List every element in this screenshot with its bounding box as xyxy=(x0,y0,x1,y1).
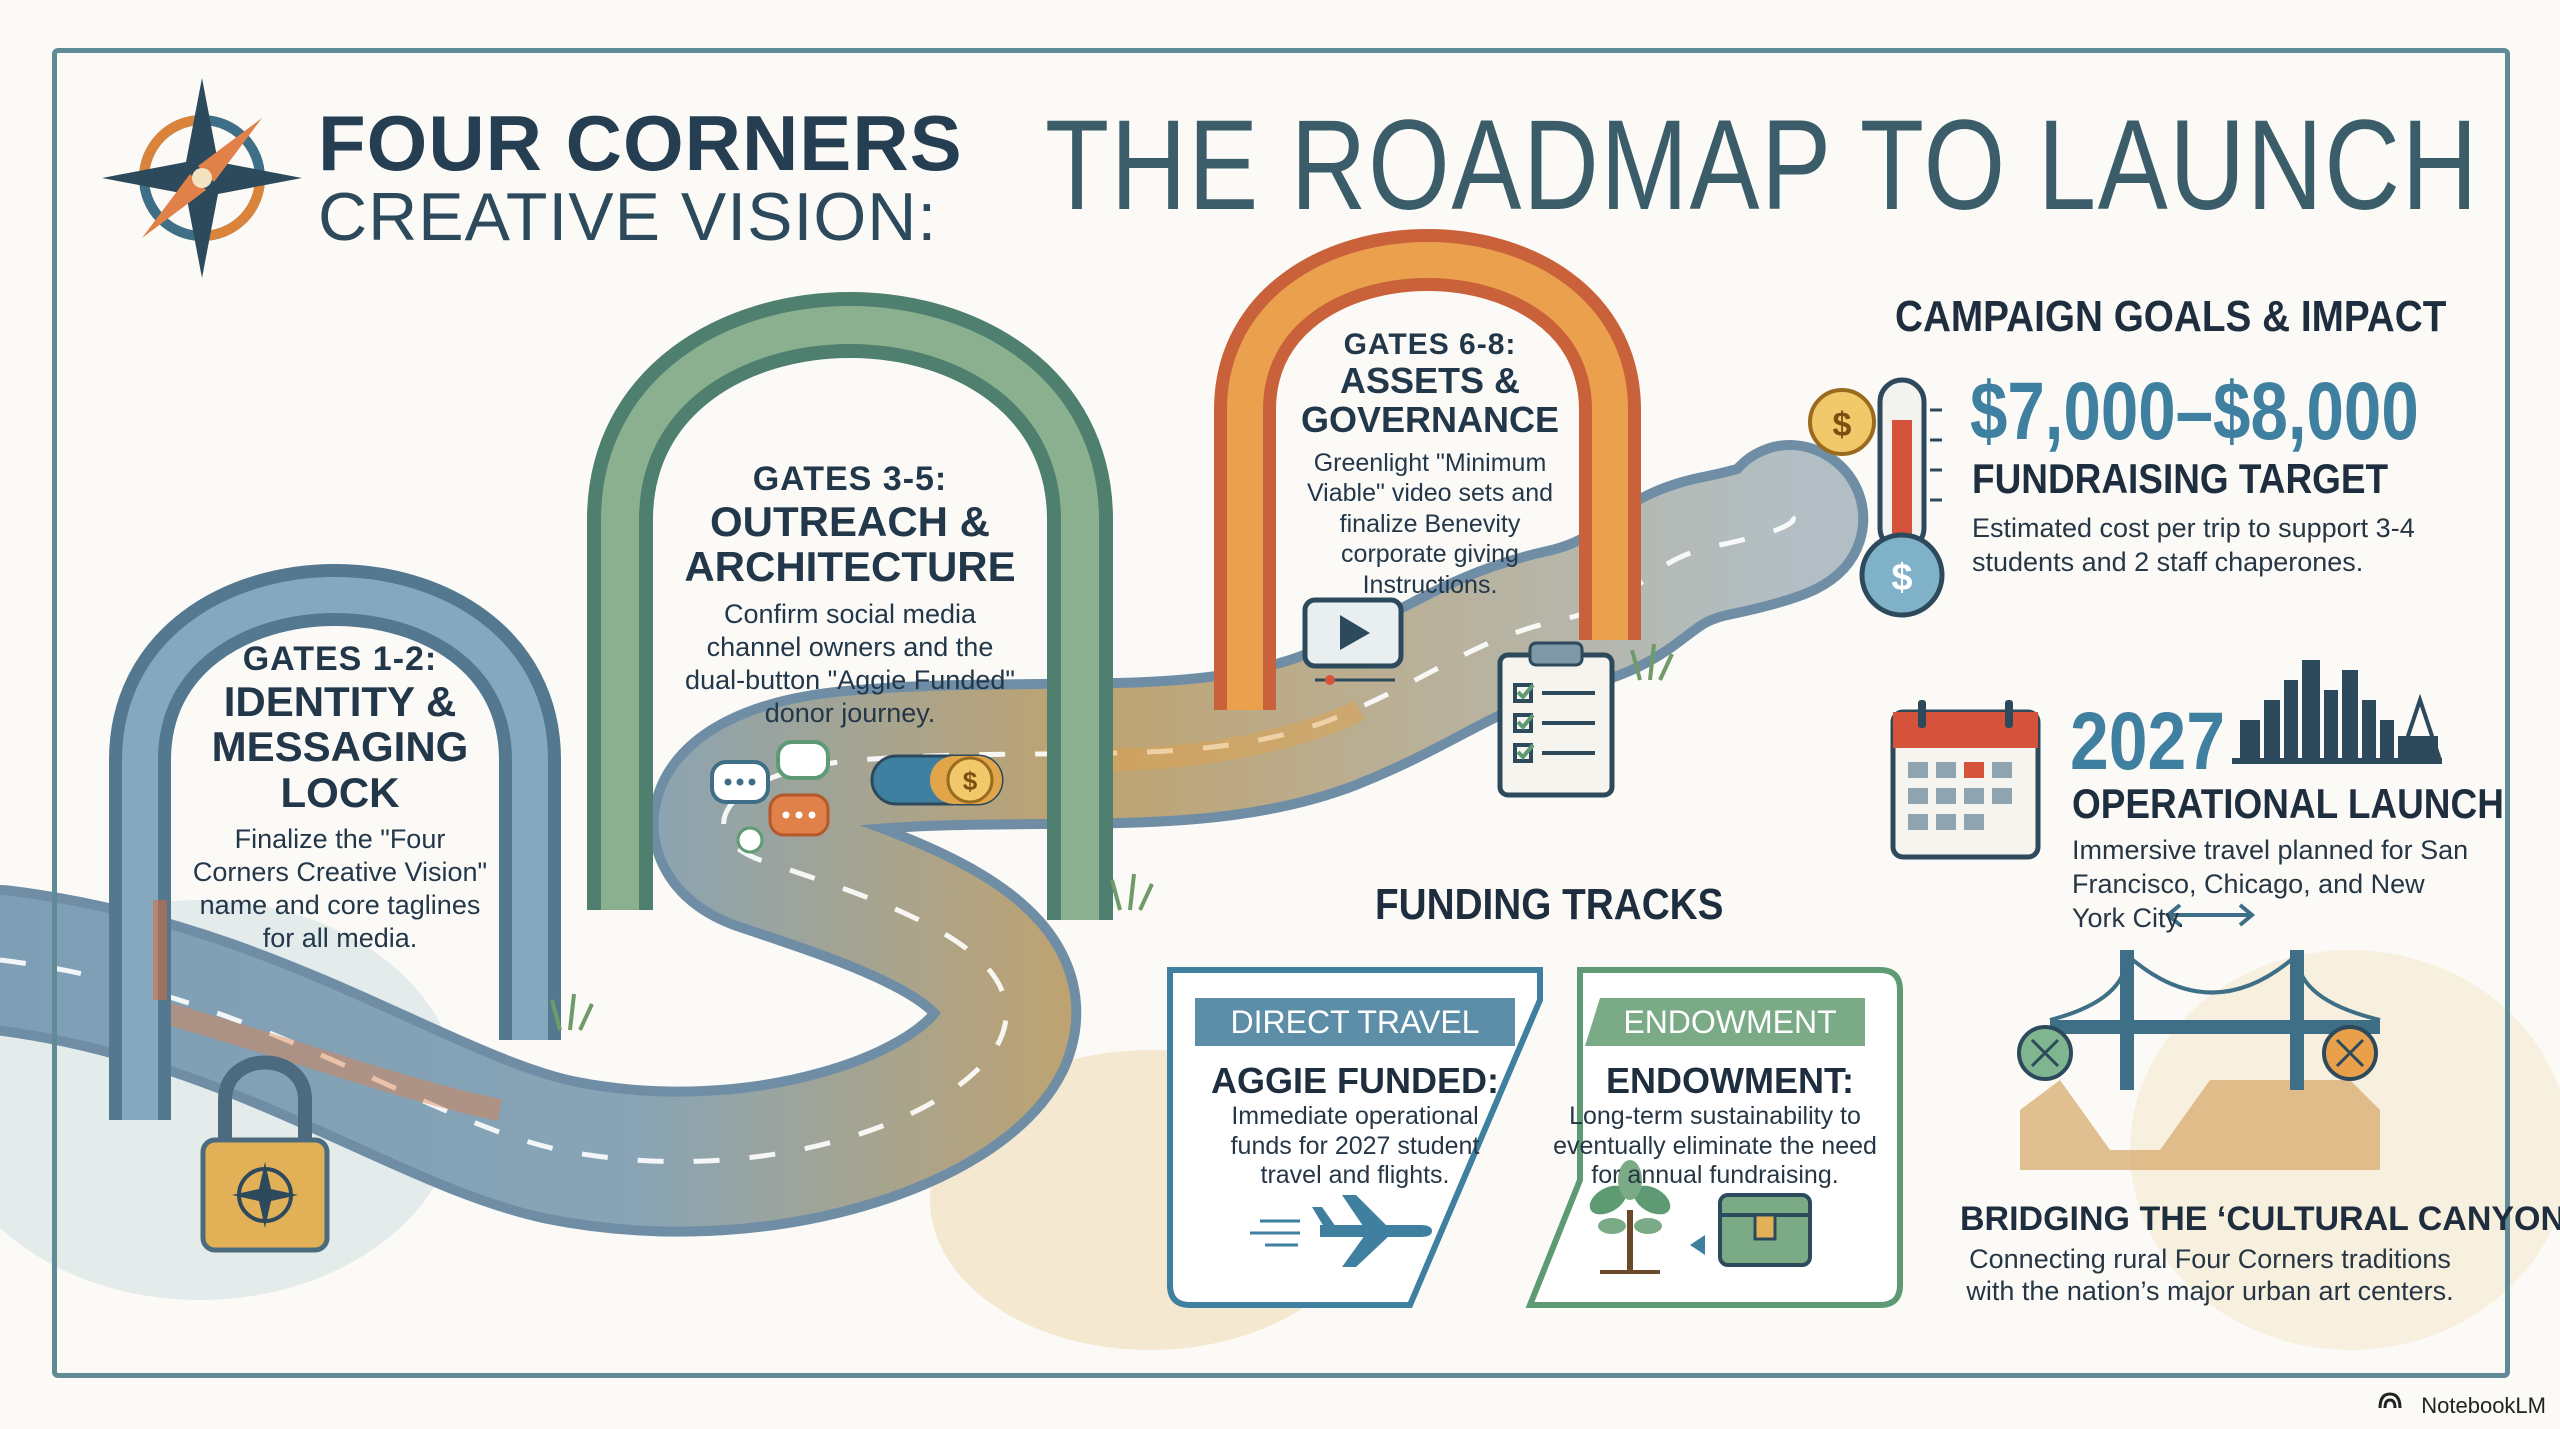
aggie-funded-heading: AGGIE FUNDED: xyxy=(1211,1060,1499,1101)
gate-1-heading: IDENTITY & MESSAGING LOCK xyxy=(211,678,469,816)
svg-text:$: $ xyxy=(1891,557,1912,599)
gate-2-body: Confirm social media channel owners and … xyxy=(685,598,1015,728)
gate-1-card: GATES 1-2: IDENTITY & MESSAGING LOCK Fin… xyxy=(190,640,490,955)
gate-3-heading: ASSETS & GOVERNANCE xyxy=(1300,360,1560,440)
fundraising-body: Estimated cost per trip to support 3-4 s… xyxy=(1972,513,2415,577)
padlock-icon xyxy=(200,1055,330,1253)
gate-arch-1 xyxy=(109,564,561,1120)
treasure-chest-icon xyxy=(1690,1193,1812,1267)
endowment-heading: ENDOWMENT: xyxy=(1606,1060,1854,1101)
city-skyline-icon xyxy=(2232,660,2442,764)
thermometer-icon: $ $ xyxy=(1808,377,1945,618)
page-frame xyxy=(52,48,2510,1378)
gate-3-card: GATES 6-8: ASSETS & GOVERNANCE Greenligh… xyxy=(1290,328,1570,600)
brand-name: FOUR CORNERS xyxy=(318,99,963,187)
chat-bubbles-icon xyxy=(710,740,830,854)
calendar-icon xyxy=(1890,700,2041,860)
coin-toggle-icon: $ xyxy=(870,754,1004,806)
airplane-icon xyxy=(1250,1195,1432,1267)
gate-1-body: Finalize the "Four Corners Creative Visi… xyxy=(192,824,488,953)
bridge-heading: BRIDGING THE ‘CULTURAL CANYON’: xyxy=(1960,1200,2560,1238)
launch-year: 2027 xyxy=(2070,696,2226,787)
tab-direct-travel: DIRECT TRAVEL xyxy=(1230,1004,1480,1040)
page-title: THE ROADMAP TO LAUNCH xyxy=(1045,94,2480,237)
funding-tracks-title: FUNDING TRACKS xyxy=(1375,880,1724,929)
video-play-icon xyxy=(1302,597,1404,685)
notebooklm-footer: NotebookLM xyxy=(2421,1393,2546,1418)
launch-heading: OPERATIONAL LAUNCH xyxy=(2072,780,2504,827)
brand-tagline: CREATIVE VISION: xyxy=(318,179,938,255)
fundraising-heading: FUNDRAISING TARGET xyxy=(1972,455,2389,502)
aggie-funded-body: Immediate operational funds for 2027 stu… xyxy=(1230,1102,1480,1189)
tab-endowment: ENDOWMENT xyxy=(1623,1004,1837,1040)
sapling-icon xyxy=(1589,1160,1671,1274)
gate-arch-2 xyxy=(587,292,1113,920)
fundraising-amount: $7,000–$8,000 xyxy=(1970,366,2419,457)
endowment-body: Long-term sustainability to eventually e… xyxy=(1553,1102,1877,1189)
campaign-goals-title: CAMPAIGN GOALS & IMPACT xyxy=(1895,292,2447,341)
gate-2-heading: OUTREACH & ARCHITECTURE xyxy=(684,498,1016,591)
winding-road xyxy=(0,440,1869,1237)
gate-1-label: GATES 1-2: xyxy=(242,640,438,678)
gate-2-label: GATES 3-5: xyxy=(752,460,948,498)
launch-body: Immersive travel planned for San Francis… xyxy=(2072,835,2469,933)
checklist-clipboard-icon xyxy=(1497,641,1615,798)
gate-arch-3 xyxy=(1214,229,1641,710)
bridge-body: Connecting rural Four Corners traditions… xyxy=(1966,1244,2454,1307)
gate-3-label: GATES 6-8: xyxy=(1343,328,1517,361)
svg-text:$: $ xyxy=(1833,406,1852,444)
compass-star-icon xyxy=(102,78,302,278)
svg-text:$: $ xyxy=(963,766,978,796)
gate-2-card: GATES 3-5: OUTREACH & ARCHITECTURE Confi… xyxy=(680,460,1020,729)
gate-3-body: Greenlight "Minimum Viable" video sets a… xyxy=(1306,448,1554,599)
notebooklm-logo-icon xyxy=(2378,1392,2402,1409)
grass-tufts xyxy=(550,643,1674,1031)
bridge-icon xyxy=(2017,903,2381,1170)
